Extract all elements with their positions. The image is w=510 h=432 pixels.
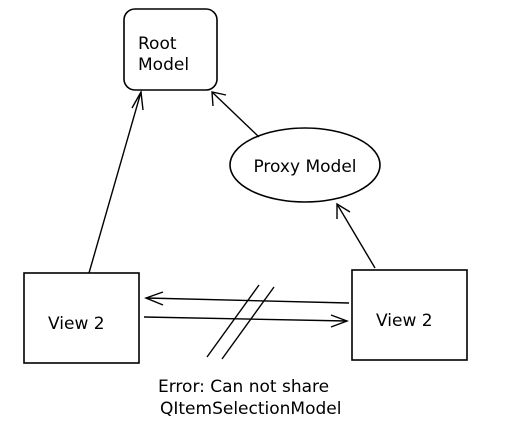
view-right-box [351, 269, 468, 361]
break-mark [206, 284, 260, 358]
edge-line [211, 91, 260, 138]
root-model-label-line2: Model [138, 55, 189, 75]
root-model-label-line1: Root [138, 34, 177, 54]
proxy-model-ellipse [229, 127, 381, 203]
edge-view-right-to-proxy [336, 202, 376, 269]
arrowhead-icon [211, 91, 227, 107]
view-left-box [23, 272, 140, 364]
error-line1: Error: Can not share [158, 377, 329, 397]
error-line2: QItemSelectionModel [160, 399, 341, 419]
edge-line [143, 316, 348, 322]
root-model-box [123, 8, 218, 91]
view-left-label: View 2 [48, 314, 105, 334]
edge-view-left-to-root [88, 89, 144, 274]
edge-line [336, 203, 376, 269]
arrowhead-icon [330, 314, 349, 328]
edge-line [88, 91, 142, 274]
arrowhead-icon [144, 291, 164, 306]
proxy-model-label: Proxy Model [253, 157, 356, 177]
arrowhead-icon [336, 202, 351, 219]
view-right-node: View 2 [351, 269, 468, 361]
proxy-model-node: Proxy Model [229, 127, 381, 203]
edge-blocked-right-to-left [144, 291, 350, 306]
break-mark [221, 286, 275, 360]
error-caption: Error: Can not share QItemSelectionModel [158, 377, 341, 419]
view-left-node: View 2 [23, 272, 140, 364]
view-right-label: View 2 [376, 311, 433, 331]
break-marks-icon [206, 284, 275, 360]
root-model-node: Root Model [123, 8, 218, 91]
arrowhead-icon [131, 89, 144, 111]
edge-blocked-left-to-right [143, 314, 349, 328]
edge-proxy-to-root [211, 91, 260, 138]
